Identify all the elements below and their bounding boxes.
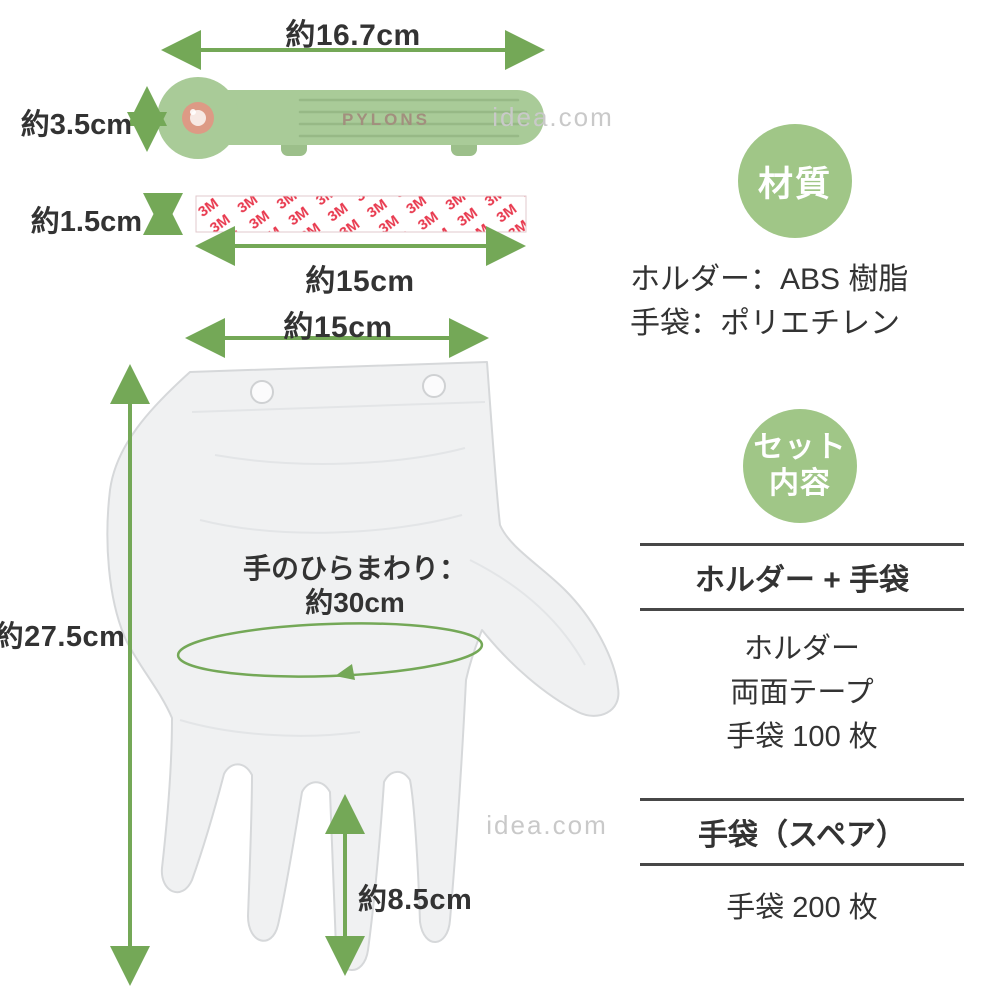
- set-item: 両面テープ: [730, 677, 874, 709]
- set-group-title: ホルダー + 手袋: [640, 543, 964, 611]
- glove-wrinkles: [179, 447, 586, 737]
- set-badge-line2: 内容: [769, 467, 831, 500]
- tape-illustration: [195, 195, 527, 233]
- material-lines: ホルダー：ABS 樹脂 手袋：ポリエチレン: [630, 258, 990, 346]
- holder-brand-text: PYLONS: [342, 110, 430, 129]
- watermark-top: idea.com: [492, 102, 614, 132]
- palm-circumference-line1: 手のひらまわり：: [242, 553, 467, 584]
- material-badge-text: 材質: [757, 164, 832, 204]
- set-group-spare-gloves: 手袋（スペア） 手袋 200 枚: [640, 798, 964, 930]
- holder-ridges: [298, 98, 528, 138]
- palm-circumference-label: 手のひらまわり： 約30cm: [205, 552, 505, 620]
- set-badge-line1: セット: [753, 431, 847, 464]
- holder-illustration: PYLONS: [157, 77, 544, 159]
- tape-pattern: [195, 195, 527, 233]
- material-line-holder: ホルダー：ABS 樹脂: [630, 263, 909, 296]
- holder-width-label: 約16.7cm: [285, 19, 421, 52]
- tape-width-label: 約15cm: [305, 265, 415, 298]
- middle-finger-label: 約8.5cm: [358, 884, 473, 916]
- watermark-bottom: idea.com: [486, 810, 608, 840]
- holder-bar: [186, 90, 544, 145]
- glove-height-label: 約27.5cm: [0, 621, 126, 653]
- palm-ellipse-arrowhead-icon: [335, 664, 355, 680]
- palm-ellipse: [176, 622, 484, 678]
- palm-circumference-line2: 約30cm: [305, 587, 405, 618]
- tape-height-label: 約1.5cm: [30, 206, 142, 238]
- glove-illustration: [106, 361, 620, 971]
- material-line-glove: 手袋：ポリエチレン: [630, 307, 900, 340]
- set-group-holder-glove: ホルダー + 手袋 ホルダー 両面テープ 手袋 100 枚: [640, 543, 964, 759]
- glove-width-label: 約15cm: [283, 311, 393, 344]
- set-group-items: 手袋 200 枚: [640, 886, 964, 930]
- set-item: 手袋 200 枚: [726, 892, 878, 924]
- set-group-items: ホルダー 両面テープ 手袋 100 枚: [640, 627, 964, 759]
- holder-pin-highlight: [190, 109, 196, 115]
- glove-hole-right-icon: [422, 374, 446, 398]
- set-item: ホルダー: [743, 633, 860, 665]
- glove-hole-left-icon: [250, 380, 274, 404]
- glove-cuff-seam: [191, 401, 486, 413]
- dimension-arrows: [110, 30, 545, 986]
- set-item: 手袋 100 枚: [726, 721, 878, 753]
- set-group-title: 手袋（スペア）: [640, 798, 964, 866]
- set-contents-badge: セット 内容: [743, 409, 857, 523]
- material-badge: 材質: [738, 124, 852, 238]
- holder-height-label: 約3.5cm: [20, 109, 132, 141]
